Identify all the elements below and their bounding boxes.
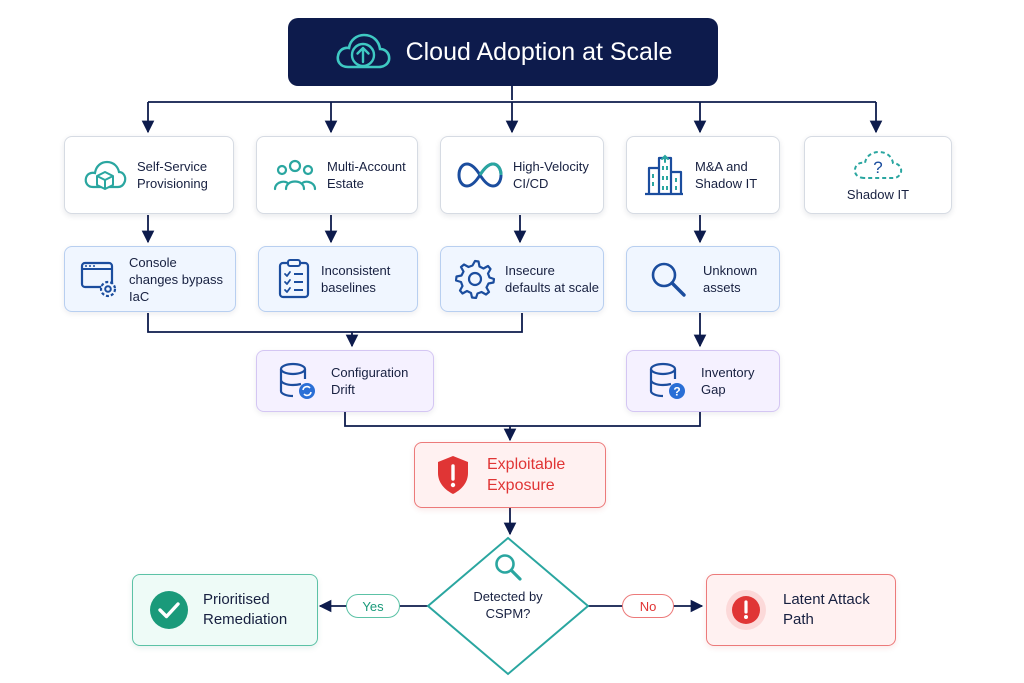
search-icon [495, 554, 522, 581]
issue-insecure-defaults: Insecure defaults at scale [440, 246, 604, 312]
gap-label: Inventory Gap [701, 365, 755, 397]
driver-multi-account: Multi-Account Estate [256, 136, 418, 214]
decision-content: Detected by CSPM? [438, 552, 578, 622]
clipboard-checklist-icon [278, 259, 310, 299]
shield-alert-icon [438, 456, 468, 494]
driver-label: M&A and Shadow IT [695, 159, 758, 191]
outcome-latent-attack-path: Latent Attack Path [706, 574, 896, 646]
driver-label: Multi-Account Estate [327, 159, 406, 191]
check-circle-icon [150, 591, 188, 629]
driver-ma-shadow: M&A and Shadow IT [626, 136, 780, 214]
gap-configuration-drift: Configuration Drift [256, 350, 434, 412]
database-sync-icon [279, 362, 315, 399]
no-label: No [622, 594, 674, 618]
decision-diamond [426, 536, 590, 676]
issue-inconsistent-baselines: Inconsistent baselines [258, 246, 418, 312]
gap-label: Configuration Drift [331, 365, 409, 397]
issue-label: Inconsistent baselines [321, 263, 391, 295]
driver-shadow-it: ? Shadow IT [804, 136, 952, 214]
issue-label: Insecure defaults at scale [505, 263, 599, 295]
issue-unknown-assets: Unknown assets [626, 246, 780, 312]
issue-label: Console changes bypass IaC [129, 254, 223, 304]
alert-circle-icon [726, 590, 766, 630]
console-gear-icon [80, 261, 117, 298]
driver-self-service: Self-Service Provisioning [64, 136, 234, 214]
exposure-box: Exploitable Exposure [414, 442, 606, 508]
svg-text:?: ? [873, 158, 882, 177]
driver-high-velocity: High-Velocity CI/CD [440, 136, 604, 214]
magnifier-icon [651, 262, 686, 297]
outcome-yes-label: Prioritised Remediation [203, 591, 288, 628]
driver-label: High-Velocity CI/CD [513, 159, 589, 191]
outcome-prioritised-remediation: Prioritised Remediation [132, 574, 318, 646]
edge-issues-to-drift [147, 313, 523, 346]
issue-console-changes: Console changes bypass IaC [64, 246, 236, 312]
issue-label: Unknown assets [703, 263, 758, 295]
infinity-icon [457, 162, 503, 188]
title-text: Cloud Adoption at Scale [405, 37, 673, 66]
users-icon [273, 159, 317, 191]
svg-text:?: ? [673, 385, 680, 399]
database-question-icon: ? [649, 362, 685, 399]
buildings-icon [645, 154, 683, 196]
edge-gaps-merge [344, 412, 701, 440]
gap-inventory: ? Inventory Gap [626, 350, 780, 412]
yes-label: Yes [346, 594, 400, 618]
title-box: Cloud Adoption at Scale [288, 18, 718, 86]
outcome-no-label: Latent Attack Path [783, 591, 870, 628]
exposure-label: Exploitable Exposure [487, 456, 566, 494]
driver-label: Self-Service Provisioning [137, 159, 208, 191]
driver-label: Shadow IT [846, 186, 910, 202]
cloud-question-icon: ? [853, 150, 903, 179]
cloud-upload-icon [336, 33, 391, 69]
cloud-cube-icon [84, 160, 127, 190]
gear-icon [455, 259, 495, 299]
decision-label: Detected by CSPM? [473, 589, 543, 621]
